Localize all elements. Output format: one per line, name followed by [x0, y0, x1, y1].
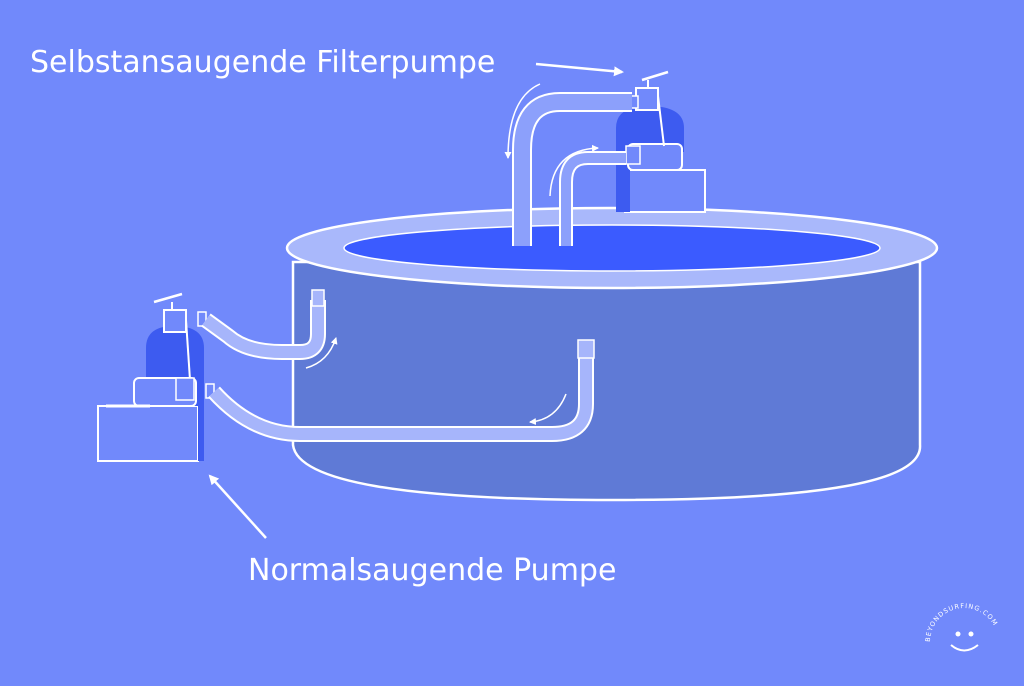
- bottom-suction-hose-fill: [209, 348, 592, 440]
- top-return-hose-fill: [514, 94, 632, 246]
- bottom-hoses: [201, 289, 595, 442]
- pointer-arrow-top: [535, 62, 624, 77]
- valve-pipe-top: [657, 95, 665, 147]
- watermark-smile: [950, 644, 979, 652]
- valve-body-bottom: [163, 309, 187, 333]
- watermark-eye-left: [955, 631, 961, 637]
- valve-pipe-bottom: [185, 319, 191, 381]
- bottom-return-hose-fill: [202, 300, 324, 358]
- top-hoses: [504, 83, 632, 246]
- pool: [285, 206, 939, 502]
- pump-outlet-connector-bottom: [175, 377, 195, 401]
- pointer-arrow-bottom: [208, 474, 267, 539]
- normal-priming-pump-label: Normalsaugende Pumpe: [248, 553, 617, 588]
- watermark-logo: BEYONDSURFING.COM: [924, 602, 1000, 652]
- valve-handle-top: [641, 70, 669, 82]
- flow-arrow-top-return: [504, 83, 541, 159]
- filter-tank-top: [616, 106, 684, 212]
- pump-stand-top: [624, 169, 706, 213]
- watermark-eye-right: [968, 631, 974, 637]
- pool-water: [343, 224, 881, 272]
- watermark-text: BEYONDSURFING.COM: [924, 602, 1000, 642]
- valve-body-top: [635, 87, 659, 111]
- flow-arrow-top-suction: [549, 144, 599, 197]
- flow-arrow-bottom-suction: [529, 393, 567, 426]
- flow-arrow-bottom-return: [305, 337, 338, 369]
- pump-stand-bottom: [97, 405, 199, 462]
- bottom-return-nozzle: [311, 289, 325, 307]
- self-priming-filter-pump: [616, 70, 706, 213]
- self-priming-pump-label: Selbstansaugende Filterpumpe: [30, 45, 496, 80]
- top-suction-hose-fill: [561, 153, 626, 246]
- valve-handle-bottom: [153, 292, 183, 304]
- watermark-textpath: BEYONDSURFING.COM: [924, 602, 999, 642]
- normal-priming-pump: [97, 292, 215, 462]
- bottom-suction-nozzle: [577, 339, 595, 359]
- pump-inlet-connector-top: [625, 145, 641, 165]
- pool-wall: [291, 260, 922, 502]
